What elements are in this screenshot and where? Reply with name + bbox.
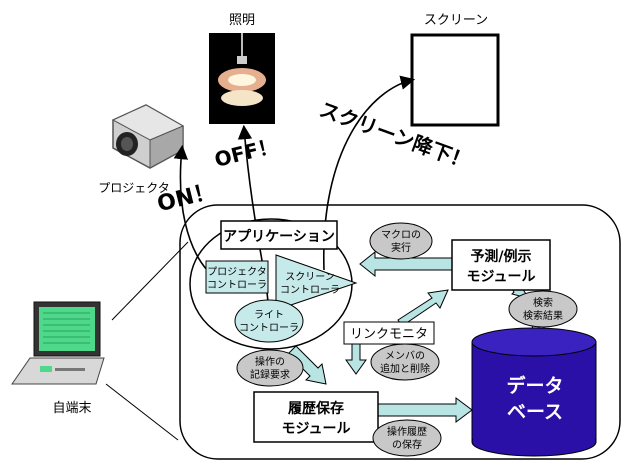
system-container [179, 204, 621, 460]
history-module-box [253, 391, 379, 443]
member-line1: メンバの [385, 350, 425, 362]
save-history-line2: の保存 [392, 438, 422, 451]
application-title: アプリケーション [223, 229, 335, 245]
search-line2: 検索結果 [523, 309, 563, 322]
projection-screen [410, 33, 500, 127]
member-line2: 追加と削除 [380, 362, 430, 375]
search-line1: 検索 [533, 296, 553, 309]
link-monitor-title: リンクモニタ [350, 327, 428, 342]
bubble-member [370, 343, 440, 381]
bubble-search [508, 290, 578, 328]
laptop-icon [11, 301, 105, 385]
macro-exec-line2: 実行 [391, 241, 411, 254]
prediction-module-line1: 予測/例示 [470, 248, 531, 265]
lighting-icon [209, 33, 275, 124]
arrow-link-to-history [345, 341, 367, 375]
prediction-module-box [451, 239, 551, 291]
bubble-macro-exec [369, 222, 433, 260]
light-controller-line2: コントローラ [239, 322, 299, 334]
bubble-save-history [372, 419, 442, 457]
database-line2: ベース [507, 401, 563, 423]
screen-controller-line1: スクリーン [285, 271, 335, 283]
arrow-prediction-to-app [359, 250, 453, 278]
application-box [220, 220, 338, 250]
projector-control-line [173, 144, 208, 271]
record-request-line1: 操作の [255, 355, 285, 368]
history-module-line2: モジュール [281, 421, 350, 437]
terminal-callout-top [111, 241, 189, 321]
database-line1: データ [506, 374, 563, 397]
prediction-module-line2: モジュール [466, 269, 535, 285]
bubble-record-request [236, 349, 304, 387]
database-cylinder [471, 327, 597, 457]
macro-exec-line1: マクロの [381, 229, 421, 241]
light-controller-shape [234, 299, 304, 343]
projector-controller-line2: コントローラ [207, 279, 267, 291]
projector-icon [111, 104, 185, 169]
arrow-link-to-prediction [397, 289, 449, 327]
terminal-label: 自端末 [52, 401, 91, 416]
projector-controller-box [205, 260, 269, 294]
history-module-line1: 履歴保存 [288, 400, 344, 417]
terminal-callout-bottom [105, 383, 179, 441]
projector-controller-line1: プロジェクタ [207, 266, 267, 278]
screen-controller-line2: コントローラ [280, 284, 340, 296]
link-monitor-box [343, 321, 435, 345]
screen-label: スクリーン [424, 13, 488, 28]
projector-label: プロジェクタ [98, 181, 170, 195]
arrow-history-to-database [377, 397, 473, 423]
screen-controller-shape [275, 254, 358, 311]
lighting-label: 照明 [229, 13, 255, 28]
light-controller-line1: ライト [254, 309, 284, 321]
save-history-line1: 操作履歴 [387, 425, 427, 438]
record-request-line2: 記録要求 [250, 368, 290, 381]
